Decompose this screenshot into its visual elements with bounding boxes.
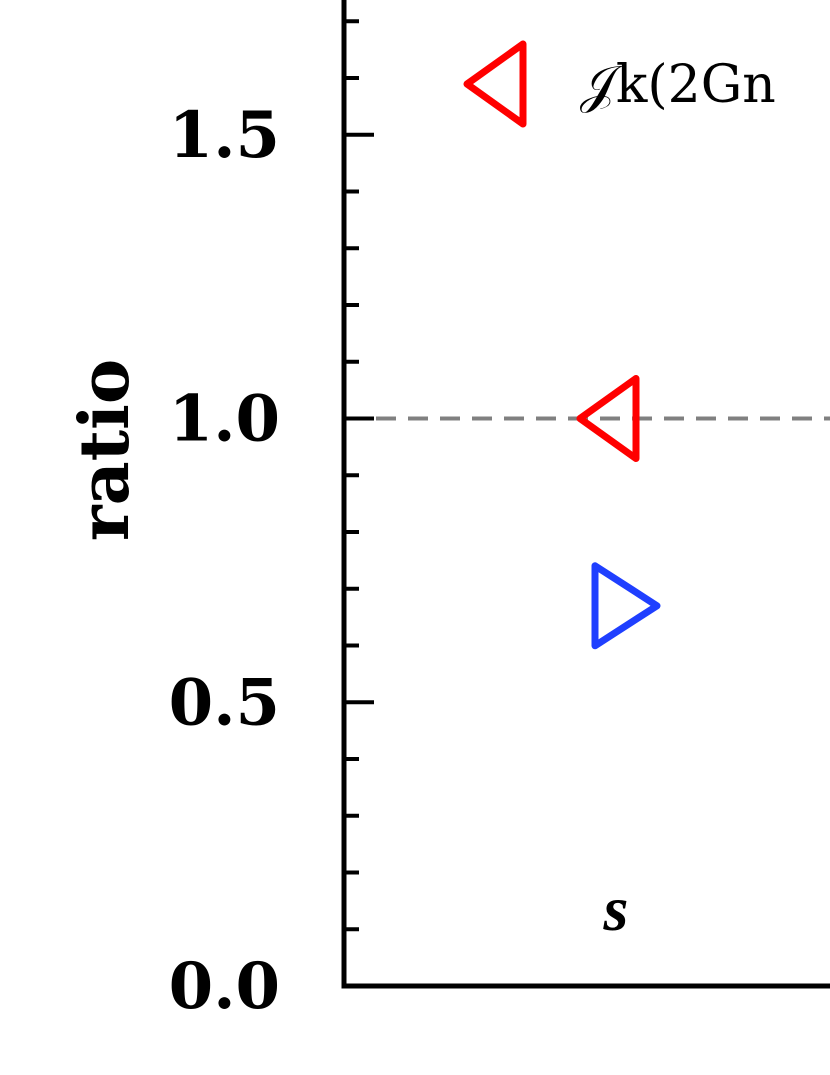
y-tick-label: 1.5 [169,98,280,173]
data-point-blue-triangle [591,562,661,650]
data-point-red-triangle [576,375,640,462]
y-axis: 0.0 0.5 1.0 1.5 [169,0,830,1024]
data-points [576,375,661,650]
y-tick-label: 1.0 [169,382,280,457]
legend-marker-red-triangle [463,40,527,128]
legend-label: 𝒥k(2Gn [580,55,776,115]
x-category-label: s [603,873,629,944]
legend: 𝒥k(2Gn [463,40,776,128]
y-tick-label: 0.0 [169,949,280,1024]
y-axis-label: ratio [65,359,145,541]
y-tick-label: 0.5 [169,665,280,740]
